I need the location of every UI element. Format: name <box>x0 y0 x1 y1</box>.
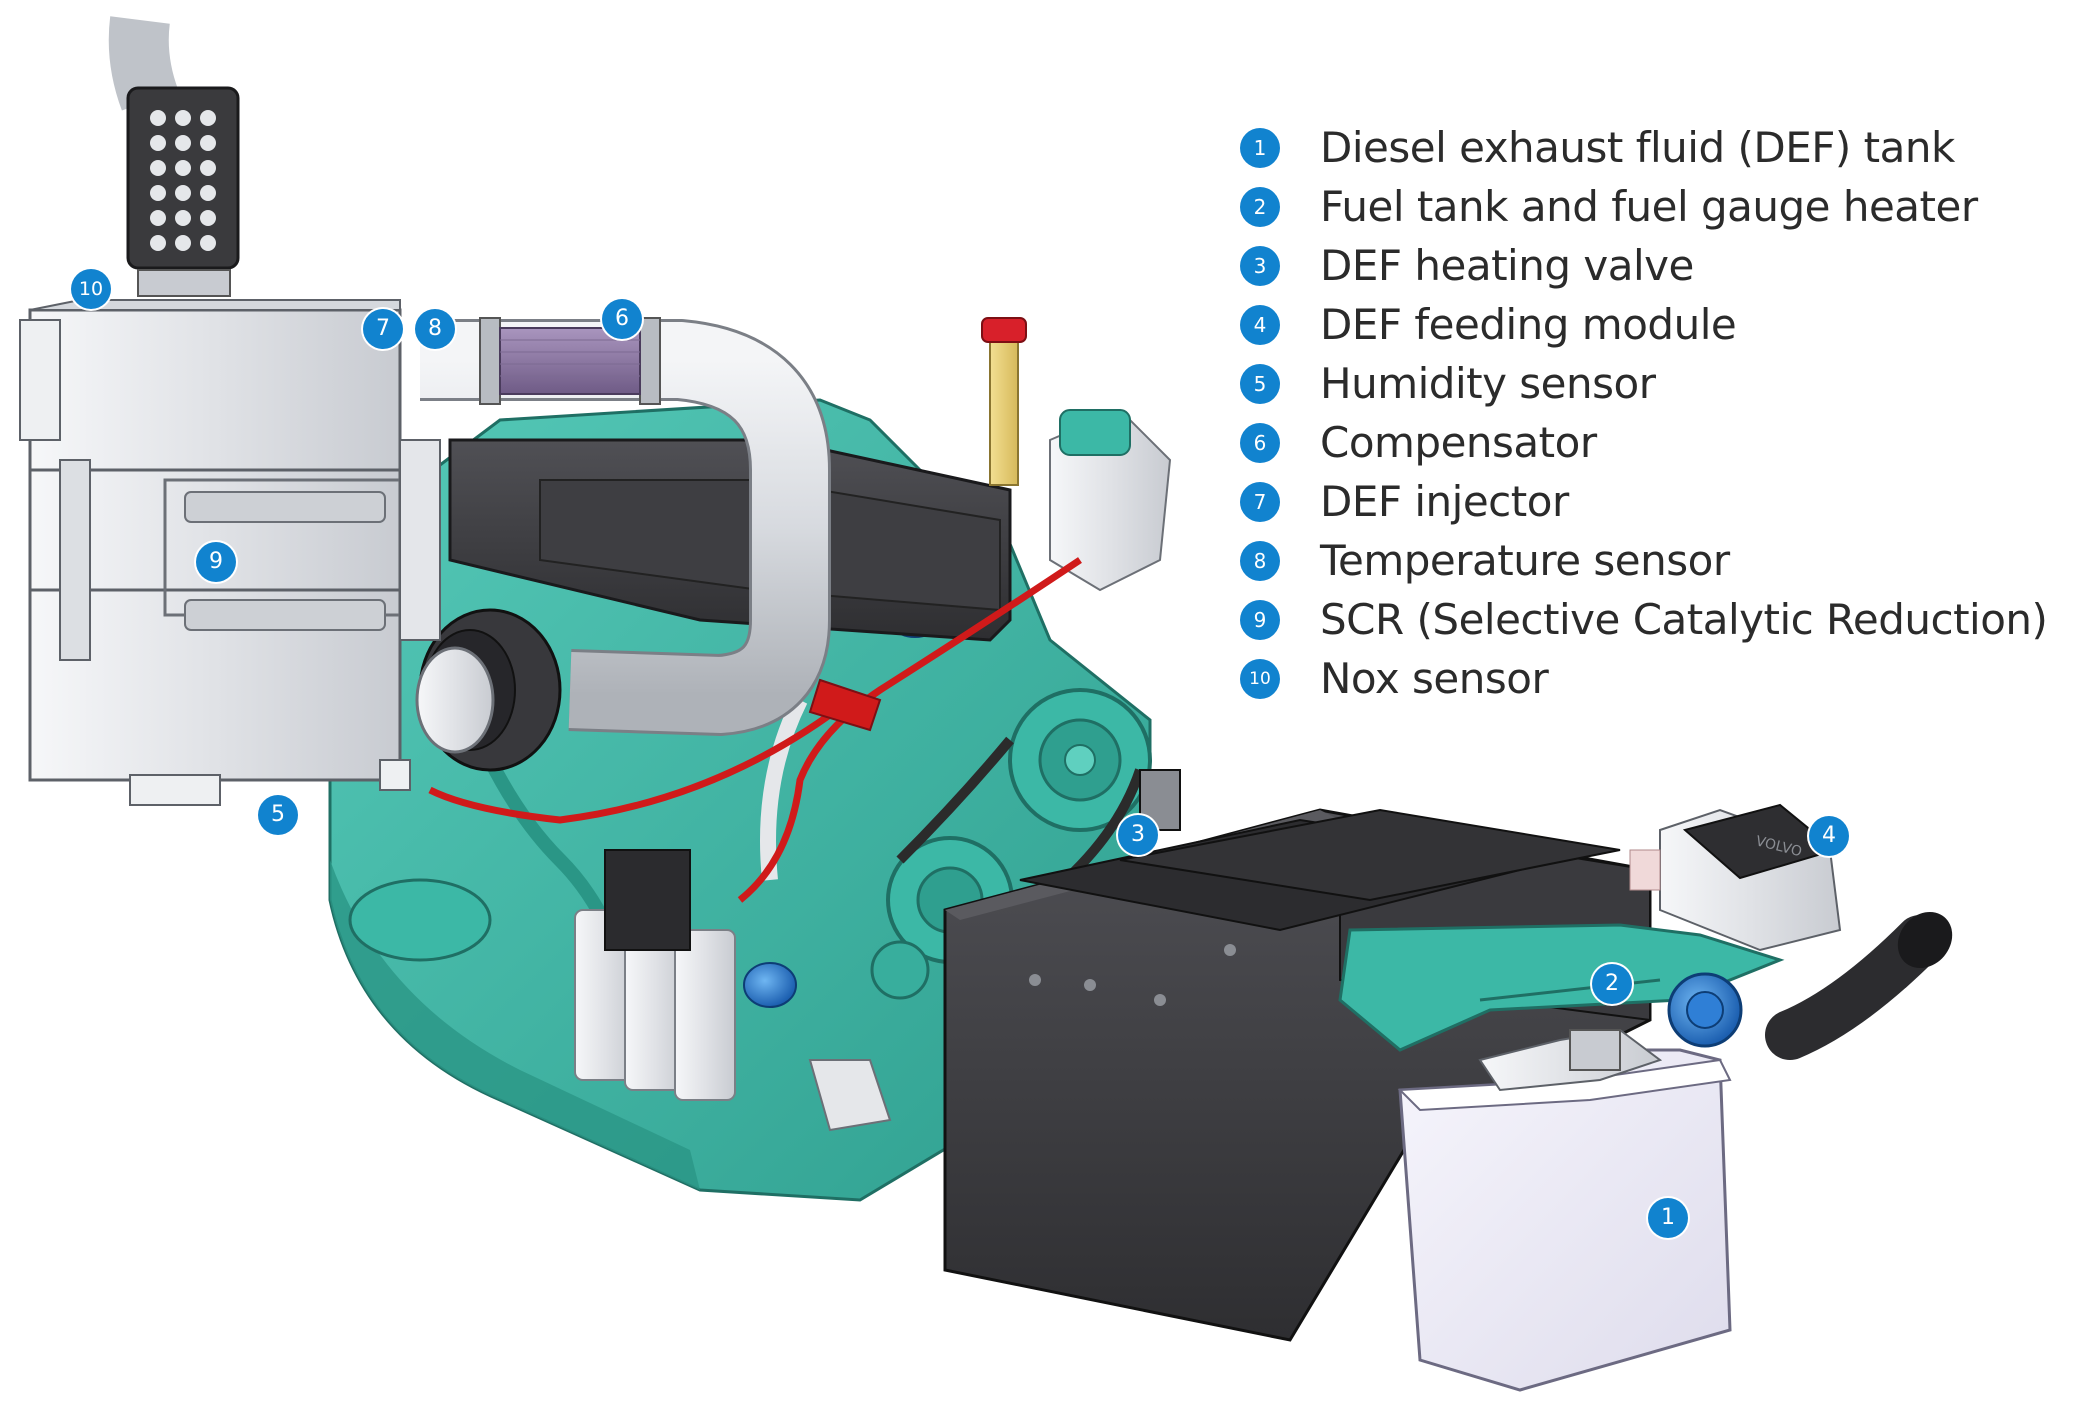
marker-nox-sensor: 10 <box>71 269 111 309</box>
legend-item: 2 Fuel tank and fuel gauge heater <box>1240 177 2060 236</box>
scr-canister <box>19 16 441 806</box>
legend-label: Fuel tank and fuel gauge heater <box>1320 182 1978 231</box>
legend-item: 10 Nox sensor <box>1240 649 2060 708</box>
legend-number: 4 <box>1240 304 1280 345</box>
fill-tube <box>981 317 1027 486</box>
legend-number: 5 <box>1240 363 1280 404</box>
legend-label: DEF injector <box>1320 477 1569 526</box>
legend-label: Compensator <box>1320 418 1597 467</box>
def-hose <box>1667 911 1953 1060</box>
marker-def-heating-valve: 3 <box>1118 815 1158 855</box>
legend-label: SCR (Selective Catalytic Reduction) <box>1320 595 2048 644</box>
legend-item: 9 SCR (Selective Catalytic Reduction) <box>1240 590 2060 649</box>
legend-item: 8 Temperature sensor <box>1240 531 2060 590</box>
legend-number: 6 <box>1240 422 1280 463</box>
marker-humidity-sensor: 5 <box>258 795 298 835</box>
legend-label: Nox sensor <box>1320 654 1549 703</box>
legend-item: 6 Compensator <box>1240 413 2060 472</box>
legend-item: 1 Diesel exhaust fluid (DEF) tank <box>1240 118 2060 177</box>
legend-number: 9 <box>1240 599 1280 640</box>
legend-label: Humidity sensor <box>1320 359 1656 408</box>
legend-number: 1 <box>1240 127 1280 168</box>
legend-item: 3 DEF heating valve <box>1240 236 2060 295</box>
legend-number: 8 <box>1240 540 1280 581</box>
marker-fuel-tank-heater: 2 <box>1592 964 1632 1004</box>
marker-temperature-sensor: 8 <box>415 309 455 349</box>
def-tank <box>1397 1028 1732 1392</box>
thermostat-housing <box>1049 408 1172 592</box>
legend-item: 7 DEF injector <box>1240 472 2060 531</box>
marker-def-tank: 1 <box>1648 1198 1688 1238</box>
def-feeding-module: VOLVO <box>1629 803 1842 952</box>
legend-label: DEF heating valve <box>1320 241 1694 290</box>
intake-pipe <box>415 317 831 772</box>
legend-item: 4 DEF feeding module <box>1240 295 2060 354</box>
marker-def-injector: 7 <box>363 309 403 349</box>
legend-number: 7 <box>1240 481 1280 522</box>
marker-scr: 9 <box>196 542 236 582</box>
legend-label: Temperature sensor <box>1320 536 1730 585</box>
legend-label: DEF feeding module <box>1320 300 1737 349</box>
marker-compensator: 6 <box>602 299 642 339</box>
legend-item: 5 Humidity sensor <box>1240 354 2060 413</box>
legend-label: Diesel exhaust fluid (DEF) tank <box>1320 123 1955 172</box>
legend: 1 Diesel exhaust fluid (DEF) tank 2 Fuel… <box>1240 118 2060 708</box>
legend-number: 10 <box>1240 658 1280 699</box>
legend-number: 3 <box>1240 245 1280 286</box>
marker-def-feeding-module: 4 <box>1809 816 1849 856</box>
legend-number: 2 <box>1240 186 1280 227</box>
